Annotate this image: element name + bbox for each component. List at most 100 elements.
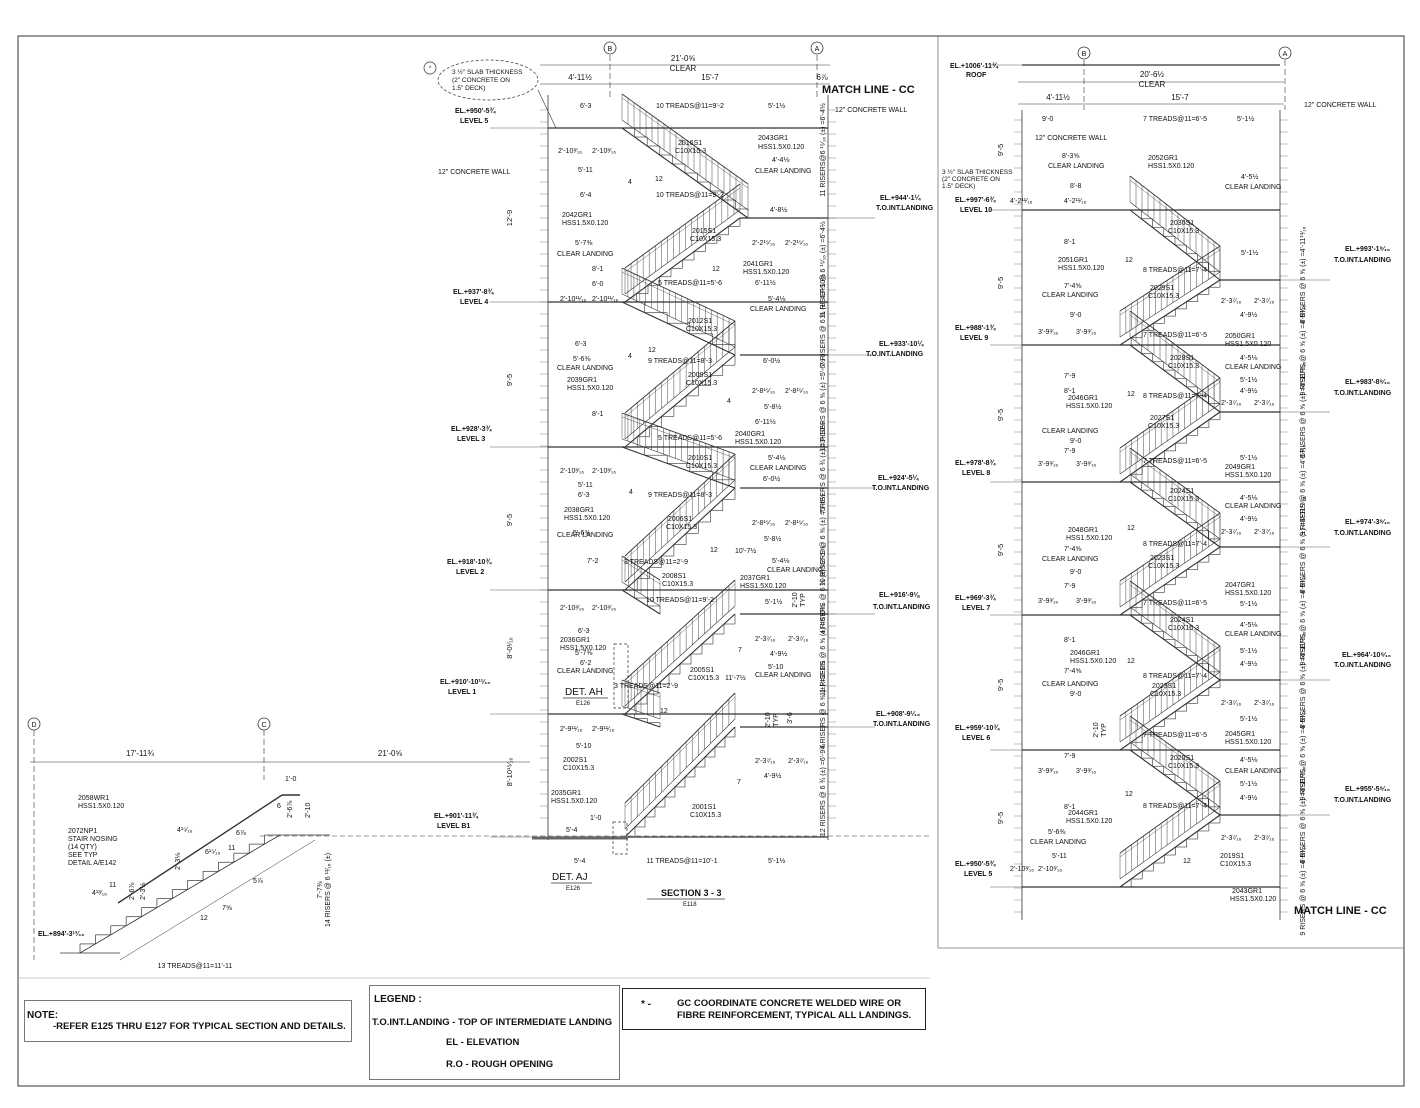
svg-text:STAIR NOSING: STAIR NOSING — [68, 836, 118, 843]
svg-text:2047GR1: 2047GR1 — [1225, 582, 1255, 589]
svg-text:2044GR1: 2044GR1 — [1068, 810, 1098, 817]
svg-text:8'-1: 8'-1 — [592, 266, 604, 273]
riser-dim-right: 8 RISERS @ 6 ⅝ (±) =4'-11¹³⁄₁₆ — [1300, 361, 1307, 458]
svg-text:C10X15.3: C10X15.3 — [662, 581, 693, 588]
riser-dim-right: 9 RISERS @ 6 ⅝ (±) =4'-5³⁄₁₆ — [1300, 444, 1307, 535]
svg-text:2'-2¹⁵⁄₁₆: 2'-2¹⁵⁄₁₆ — [785, 240, 808, 247]
story-height-right: 9'-5 — [996, 812, 1005, 824]
svg-text:HSS1.5X0.120: HSS1.5X0.120 — [735, 439, 781, 446]
svg-text:2'-8¹⁵⁄₁₆: 2'-8¹⁵⁄₁₆ — [752, 520, 775, 527]
stringer-top — [1119, 538, 1221, 608]
svg-text:4'-9½: 4'-9½ — [770, 650, 787, 658]
svg-text:6'-11½: 6'-11½ — [755, 418, 776, 426]
stair-flight — [1129, 310, 1221, 413]
svg-text:12: 12 — [660, 708, 668, 715]
svg-text:6'-3: 6'-3 — [575, 341, 587, 348]
guardrail-mid — [624, 187, 741, 273]
riser-dim-10: 12 RISERS @ 6 ¾ (±) =6'-9¾ — [820, 744, 827, 836]
svg-text:2'-9¹¹⁄₁₆: 2'-9¹¹⁄₁₆ — [592, 726, 615, 733]
svg-text:5'-10: 5'-10 — [576, 743, 591, 750]
svg-text:2023S1: 2023S1 — [1150, 555, 1174, 562]
svg-text:5'-1½: 5'-1½ — [1240, 376, 1257, 384]
stringer — [1119, 814, 1221, 888]
clear-landing: CLEAR LANDING — [1048, 163, 1104, 170]
upper-section-linework — [990, 60, 1330, 920]
guardrail-top — [621, 267, 736, 322]
svg-text:2020S1: 2020S1 — [1170, 755, 1194, 762]
svg-text:SEE TYP: SEE TYP — [68, 852, 98, 859]
svg-text:2'-3⁷⁄₁₆: 2'-3⁷⁄₁₆ — [755, 758, 776, 765]
legend-title: LEGEND : — [374, 994, 422, 1005]
svg-text:5⅞: 5⅞ — [253, 878, 263, 885]
tread-dim-6: 9 TREADS@11=8'-3 — [648, 492, 712, 499]
svg-text:5'-6⅜: 5'-6⅜ — [573, 356, 590, 363]
stair-detail-linework — [30, 730, 930, 961]
svg-text:C10X15.3: C10X15.3 — [1148, 563, 1179, 570]
riser-dim-7: 4 RISERS @ 6 ¾ (±) =2'-1⅝ — [820, 546, 827, 635]
legend-item: R.O - ROUGH OPENING — [446, 1059, 554, 1070]
svg-text:4¹³⁄₁₆: 4¹³⁄₁₆ — [92, 890, 107, 897]
svg-text:4'-5½: 4'-5½ — [1241, 173, 1258, 181]
svg-text:E118: E118 — [683, 902, 697, 908]
svg-text:HSS1.5X0.120: HSS1.5X0.120 — [758, 144, 804, 151]
svg-text:3'-9³⁄₁₆: 3'-9³⁄₁₆ — [1038, 598, 1058, 605]
svg-text:2012S1: 2012S1 — [688, 318, 712, 325]
svg-text:4'-9½: 4'-9½ — [1240, 660, 1257, 668]
wall-left-label-right: 12" CONCRETE WALL — [1035, 135, 1107, 142]
svg-text:6'-0: 6'-0 — [592, 281, 604, 288]
svg-text:LEVEL 3: LEVEL 3 — [457, 436, 485, 443]
section-title: SECTION 3 - 3 E118 — [647, 888, 725, 908]
svg-text:2'-10³⁄₁₆: 2'-10³⁄₁₆ — [592, 468, 616, 475]
guardrail-top — [624, 183, 741, 269]
svg-text:7: 7 — [738, 647, 742, 654]
story-height-4: 8'-0¹⁄₁₆ — [505, 637, 514, 659]
typ-dim: 2'-10 — [765, 712, 772, 727]
svg-text:C10X15.3: C10X15.3 — [675, 148, 706, 155]
svg-text:5'-11: 5'-11 — [578, 482, 593, 489]
svg-text:C10X15.3: C10X15.3 — [686, 326, 717, 333]
svg-text:7: 7 — [737, 779, 741, 786]
clear-landing: CLEAR LANDING — [767, 567, 823, 574]
svg-text:HSS1.5X0.120: HSS1.5X0.120 — [562, 220, 608, 227]
svg-text:4: 4 — [727, 398, 731, 405]
svg-text:8'-1: 8'-1 — [1064, 804, 1076, 811]
svg-text:2024S1: 2024S1 — [1170, 488, 1194, 495]
guardrail-top — [1119, 245, 1221, 312]
det-ah-callout: DET. AH E126 — [563, 643, 629, 709]
stair-flight — [621, 412, 736, 489]
guardrail-mid — [1129, 314, 1221, 383]
svg-text:2043GR1: 2043GR1 — [758, 135, 788, 142]
svg-text:2'-3⁷⁄₁₆: 2'-3⁷⁄₁₆ — [788, 758, 809, 765]
svg-text:2'-10¹¹⁄₁₆: 2'-10¹¹⁄₁₆ — [592, 296, 619, 303]
svg-text:2041GR1: 2041GR1 — [743, 261, 773, 268]
svg-text:2'-2¹⁵⁄₁₆: 2'-2¹⁵⁄₁₆ — [752, 240, 775, 247]
svg-text:7'-9: 7'-9 — [1064, 373, 1076, 380]
slab-note-cloud: * 3 ½" SLAB THICKNESS (2" CONCRETE ON 1.… — [423, 59, 557, 129]
match-line-label-right: MATCH LINE - CC — [1294, 905, 1387, 917]
svg-text:EL.+983'-8⁹⁄₁₆: EL.+983'-8⁹⁄₁₆ — [1345, 379, 1390, 386]
svg-text:8'-1: 8'-1 — [1064, 637, 1076, 644]
svg-text:D: D — [31, 722, 36, 729]
clear-landing: CLEAR LANDING — [1225, 768, 1281, 775]
guardrail-top — [1129, 447, 1221, 514]
svg-text:EL.+924'-5¼: EL.+924'-5¼ — [878, 474, 920, 482]
svg-text:12: 12 — [1125, 791, 1133, 798]
svg-text:2037GR1: 2037GR1 — [740, 575, 770, 582]
svg-text:4: 4 — [628, 353, 632, 360]
svg-text:EL.+997'-6¾: EL.+997'-6¾ — [955, 196, 997, 204]
stringer-top — [621, 438, 736, 481]
det-aj-callout: DET. AJ E126 — [551, 821, 628, 892]
tread-dim-right: 8 TREADS@11=7'-4 — [1143, 673, 1207, 680]
guardrail-mid — [621, 416, 736, 459]
svg-text:2'-3⅛: 2'-3⅛ — [140, 883, 147, 900]
guardrail-mid — [621, 97, 749, 189]
svg-text:3'-9³⁄₁₆: 3'-9³⁄₁₆ — [1076, 598, 1096, 605]
svg-text:2046GR1: 2046GR1 — [1070, 650, 1100, 657]
svg-text:2042GR1: 2042GR1 — [562, 212, 592, 219]
stringer — [624, 354, 736, 448]
